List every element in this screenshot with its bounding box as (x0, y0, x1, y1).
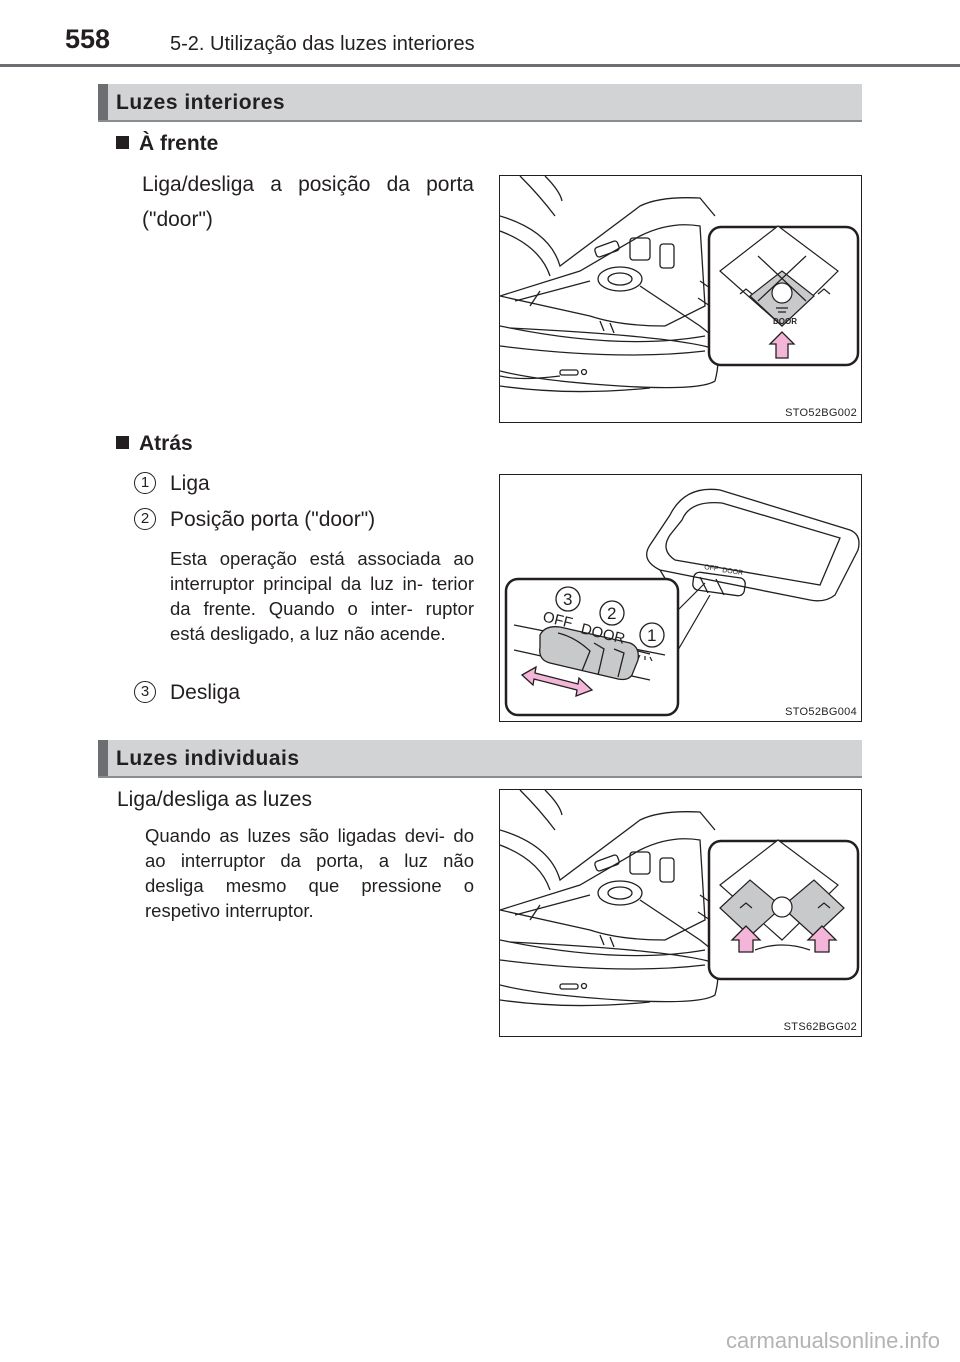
rear-item-on: Liga (170, 472, 210, 495)
rear-light-illustration: OFF DOOR OFF DOOR 3 2 1 (504, 488, 860, 717)
rear-item-door: Posição porta ("door") (170, 508, 376, 531)
press-arrow-icon (768, 331, 796, 359)
page-number: 558 (65, 24, 111, 54)
svg-text:3: 3 (563, 590, 572, 609)
door-label: DOOR (773, 317, 797, 326)
callout-2: 2 (599, 600, 625, 626)
press-arrow-left-icon (730, 925, 762, 953)
step-number-badge: 3 (134, 681, 156, 703)
section-title: Luzes interiores (116, 91, 286, 114)
step-number-badge: 2 (134, 508, 156, 530)
rear-note: Esta operação está associada ao interrup… (170, 548, 474, 644)
step-number-badge: 1 (134, 472, 156, 494)
rear-item-off: Desliga (170, 681, 241, 704)
small-off-label: OFF (704, 564, 719, 573)
figure-code: STO52BG002 (785, 407, 857, 419)
figure-rear-switch: OFF DOOR OFF DOOR 3 2 1 (499, 474, 862, 722)
small-door-label: DOOR (722, 567, 744, 577)
section-accent (98, 84, 108, 120)
chapter-title: 5-2. Utilização das luzes interiores (170, 33, 475, 55)
light-on-icon (637, 650, 653, 662)
header-divider (0, 64, 960, 67)
figure-code: STS62BGG02 (783, 1021, 857, 1033)
section-title: Luzes individuais (116, 747, 300, 770)
callout-1: 1 (639, 622, 665, 648)
svg-text:1: 1 (647, 626, 656, 645)
slide-arrow-icon (520, 665, 594, 698)
watermark: carmanualsonline.info (725, 1328, 940, 1353)
subheading-label: Atrás (139, 432, 193, 455)
individual-description: Liga/desliga as luzes (117, 788, 312, 811)
front-description: Liga/desliga a posição da porta ("door") (142, 167, 474, 237)
callout-3: 3 (555, 586, 581, 612)
section-heading-individual: Luzes individuais (98, 740, 862, 778)
square-bullet-icon (116, 136, 129, 149)
individual-console-illustration (500, 790, 860, 1007)
front-description-line2: ("door") (142, 208, 213, 231)
subheading-label: À frente (139, 132, 219, 155)
front-description-line1: Liga/desliga a posição da porta (142, 173, 474, 196)
section-heading-interior: Luzes interiores (98, 84, 862, 122)
figure-code: STO52BG004 (785, 706, 857, 718)
square-bullet-icon (116, 436, 129, 449)
front-console-illustration: DOOR (500, 176, 860, 393)
svg-text:2: 2 (607, 604, 616, 623)
press-arrow-right-icon (806, 925, 838, 953)
figure-individual-switch: STS62BGG02 (499, 789, 862, 1037)
subheading-rear: Atrás (116, 432, 193, 456)
page-header: 558 5-2. Utilização das luzes interiores (0, 0, 960, 70)
section-accent (98, 740, 108, 776)
subheading-front: À frente (116, 132, 218, 156)
individual-note: Quando as luzes são ligadas devi- do ao … (145, 825, 474, 921)
off-label: OFF (541, 608, 574, 632)
figure-front-switch: DOOR STO52BG002 (499, 175, 862, 423)
